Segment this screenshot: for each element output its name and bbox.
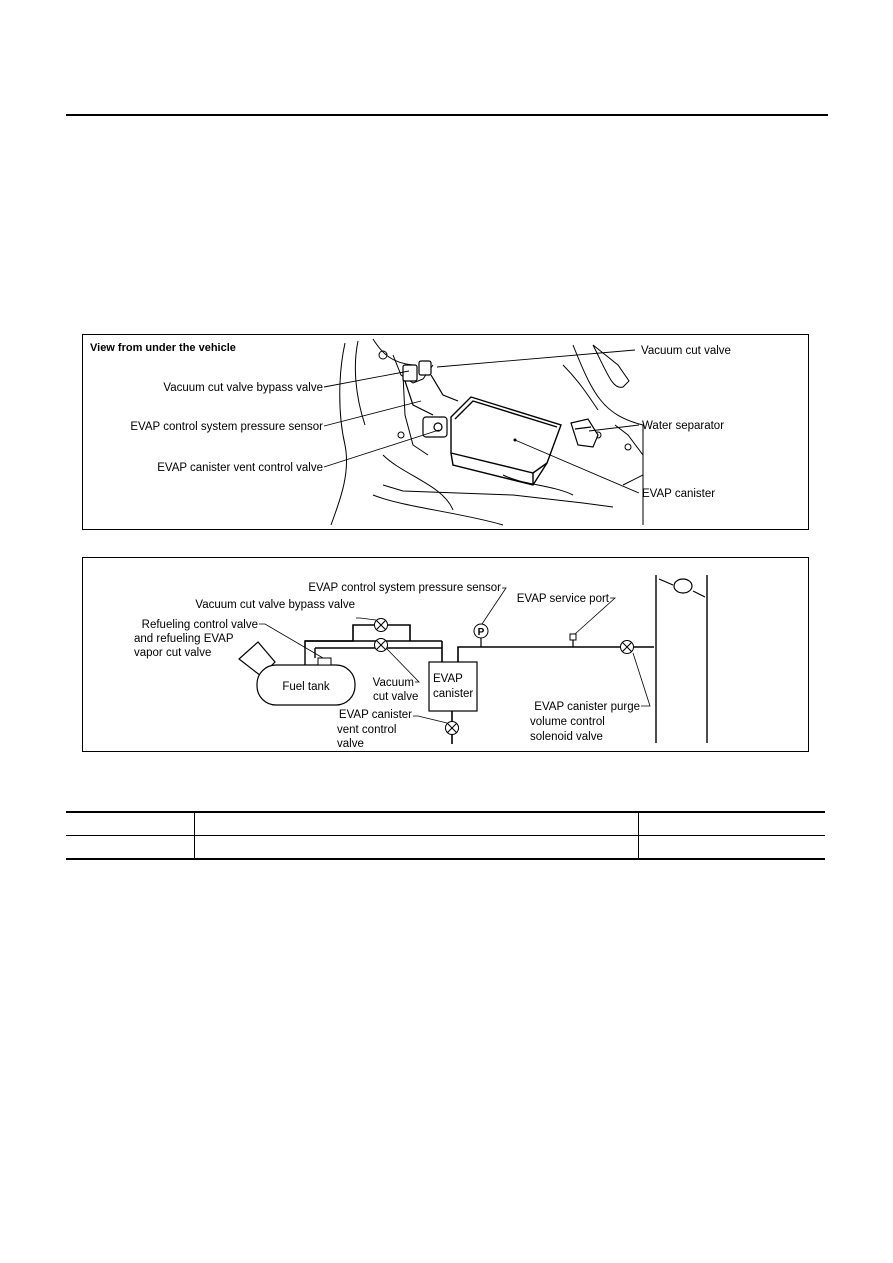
- component-location-drawing: View from under the vehicle: [90, 338, 731, 526]
- evap-canister-art: [450, 396, 562, 486]
- table-cell: [638, 811, 825, 836]
- table-cell: [194, 835, 639, 860]
- table-cell: [66, 835, 195, 860]
- label-vacuum-cut-valve: Vacuum cut valve: [641, 345, 731, 357]
- label-bypass-valve: Vacuum cut valve bypass valve: [195, 599, 355, 611]
- label-vacuum-line2: cut valve: [373, 691, 418, 703]
- label-refueling-line3: vapor cut valve: [134, 647, 211, 659]
- fuel-tank: [238, 641, 356, 706]
- header-rule: [66, 114, 828, 116]
- purge-valve-symbol: [620, 640, 634, 654]
- label-refueling-line1: Refueling control valve: [142, 619, 258, 631]
- label-vacuum-cut-valve-bypass-valve: Vacuum cut valve bypass valve: [163, 382, 323, 394]
- evap-system-schematic: P EVAP control system pressure sensor EV…: [82, 557, 809, 752]
- label-vacuum-line1: Vacuum: [373, 677, 414, 689]
- table-row: [66, 811, 825, 836]
- table-row: [66, 835, 825, 860]
- service-port-symbol: [569, 633, 577, 641]
- water-separator-art: [570, 418, 599, 448]
- evap-canister-box: [428, 661, 478, 712]
- label-canister-line2: canister: [433, 688, 473, 700]
- throttle-valve-symbol: [673, 578, 693, 594]
- component-location-figure: View from under the vehicle: [82, 334, 809, 530]
- pressure-symbol-letter: P: [478, 627, 485, 638]
- label-refueling-line2: and refueling EVAP: [134, 633, 234, 645]
- label-water-separator: Water separator: [642, 420, 724, 432]
- label-purge-line2: volume control: [530, 716, 605, 728]
- valve-symbols: [374, 618, 634, 735]
- label-vent-line3: valve: [337, 738, 364, 750]
- vehicle-underbody-art: [330, 338, 644, 526]
- refueling-valve-box: [317, 657, 332, 666]
- label-purge-line1: EVAP canister purge: [534, 701, 640, 713]
- label-evap-canister: EVAP canister: [642, 488, 715, 500]
- label-pressure-sensor: EVAP control system pressure sensor: [308, 582, 501, 594]
- label-fuel-tank: Fuel tank: [282, 681, 330, 693]
- pressure-sensor-symbol: [473, 623, 489, 639]
- bypass-valve-symbol: [374, 618, 388, 632]
- table-cell: [638, 835, 825, 860]
- valve-cluster-art: [402, 360, 459, 438]
- schematic-drawing: P EVAP control system pressure sensor EV…: [134, 575, 708, 750]
- data-table: [66, 811, 825, 860]
- piping: [304, 575, 708, 744]
- label-evap-pressure-sensor: EVAP control system pressure sensor: [130, 421, 323, 433]
- vent-valve-symbol: [445, 721, 459, 735]
- leader-lines: [323, 349, 640, 494]
- label-evap-canister-vent-control-valve: EVAP canister vent control valve: [157, 462, 323, 474]
- label-service-port: EVAP service port: [517, 593, 610, 605]
- schematic-leader-lines: [259, 587, 651, 724]
- table-cell: [66, 811, 195, 836]
- label-purge-line3: solenoid valve: [530, 731, 603, 743]
- table-cell: [194, 811, 639, 836]
- label-vent-line2: vent control: [337, 724, 396, 736]
- label-canister-line1: EVAP: [433, 673, 463, 685]
- label-vent-line1: EVAP canister: [339, 709, 412, 721]
- figure-caption: View from under the vehicle: [90, 342, 236, 354]
- vacuum-cut-valve-symbol: [374, 638, 388, 652]
- fuel-tank-body: [256, 664, 356, 706]
